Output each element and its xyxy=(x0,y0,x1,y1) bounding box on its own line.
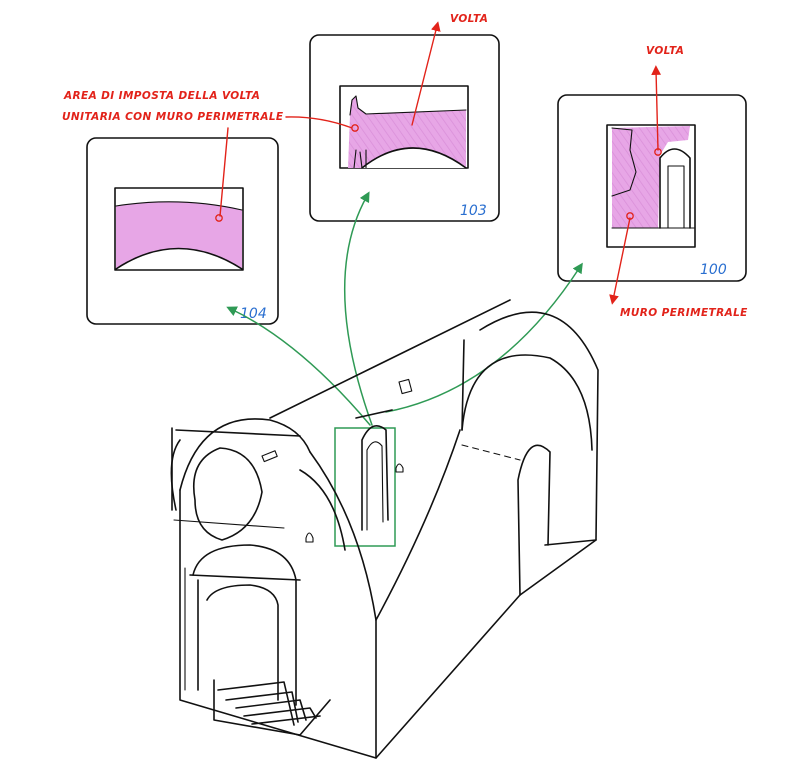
reference-arrow-103 xyxy=(344,191,373,426)
photo-number-100: 100 xyxy=(700,262,727,278)
photo-frame-104: 104 xyxy=(86,137,279,325)
photo-number-104: 104 xyxy=(240,306,267,322)
reference-arrows xyxy=(226,191,583,547)
annotation-volta-103-label: VOLTA xyxy=(450,13,488,25)
annotation-area-imposta: AREA DI IMPOSTA DELLA VOLTA UNITARIA CON… xyxy=(62,90,353,217)
annotation-area-line2: UNITARIA CON MURO PERIMETRALE xyxy=(62,111,284,123)
annotation-volta-103: VOLTA xyxy=(411,13,488,126)
annotation-muro-label: MURO PERIMETRALE xyxy=(620,307,748,319)
annotation-volta-100: VOLTA xyxy=(646,45,684,151)
annotation-area-line1: AREA DI IMPOSTA DELLA VOLTA xyxy=(63,90,260,102)
photo-number-103: 103 xyxy=(460,203,487,219)
reference-arrow-100 xyxy=(385,262,583,413)
barrel-vault-sketch xyxy=(170,299,599,759)
annotation-volta-100-label: VOLTA xyxy=(646,45,684,57)
photo-frame-100: 100 xyxy=(557,94,747,282)
reference-arrow-104 xyxy=(226,306,371,426)
annotation-muro-perimetrale: MURO PERIMETRALE xyxy=(609,217,748,319)
photo-frame-103: 103 xyxy=(309,34,500,222)
